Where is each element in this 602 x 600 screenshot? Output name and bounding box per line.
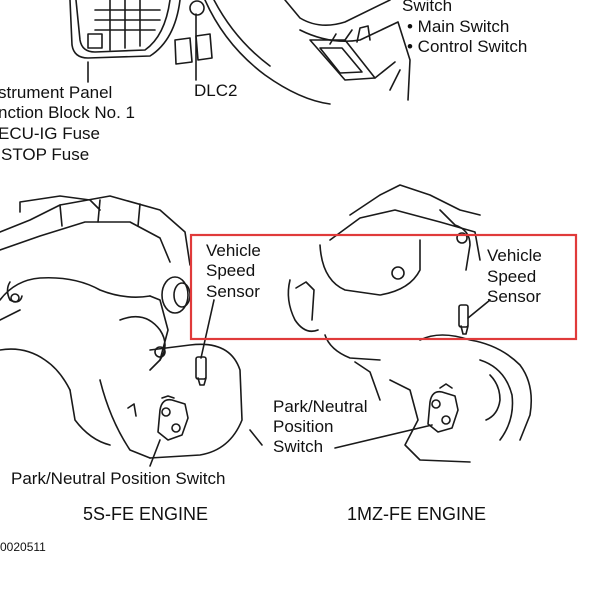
ecu-ig-fuse-label: ECU-IG Fuse [0, 124, 101, 143]
right-pn-switch-label-2: Position [273, 417, 334, 436]
dlc2-label: DLC2 [194, 81, 238, 100]
left-speed-sensor-label-3: Sensor [206, 282, 260, 301]
right-speed-sensor-label-2: Speed [487, 267, 537, 286]
right-speed-sensor-label-1: Vehicle [487, 246, 542, 265]
instrument-panel-label: strument Panel [0, 83, 113, 102]
left-speed-sensor-label-1: Vehicle [206, 241, 261, 260]
switch-title-label: Switch [402, 0, 453, 15]
left-speed-sensor-label-2: Speed [206, 261, 256, 280]
dashboard-drawing [69, 0, 411, 105]
right-engine-name: 1MZ-FE ENGINE [347, 504, 487, 524]
junction-block-label: nction Block No. 1 [0, 103, 136, 122]
figure-code: 0020511 [0, 540, 46, 554]
right-pn-switch-label-1: Park/Neutral [273, 397, 368, 416]
leader-left-speed-sensor [200, 299, 215, 359]
control-switch-label: • Control Switch [407, 37, 528, 56]
left-engine-name: 5S-FE ENGINE [83, 504, 209, 524]
highlight-box [189, 233, 578, 341]
left-engine-drawing [0, 195, 263, 459]
leader-left-pn-switch [149, 439, 161, 467]
main-switch-label: • Main Switch [407, 17, 510, 36]
leader-right-pn-switch [334, 424, 433, 449]
left-pn-switch-label: Park/Neutral Position Switch [11, 469, 226, 488]
stop-fuse-label: STOP Fuse [1, 145, 90, 164]
right-engine-drawing [287, 184, 533, 463]
right-speed-sensor-label-3: Sensor [487, 287, 541, 306]
right-pn-switch-label-3: Switch [273, 437, 324, 456]
leader-right-speed-sensor [467, 299, 491, 319]
